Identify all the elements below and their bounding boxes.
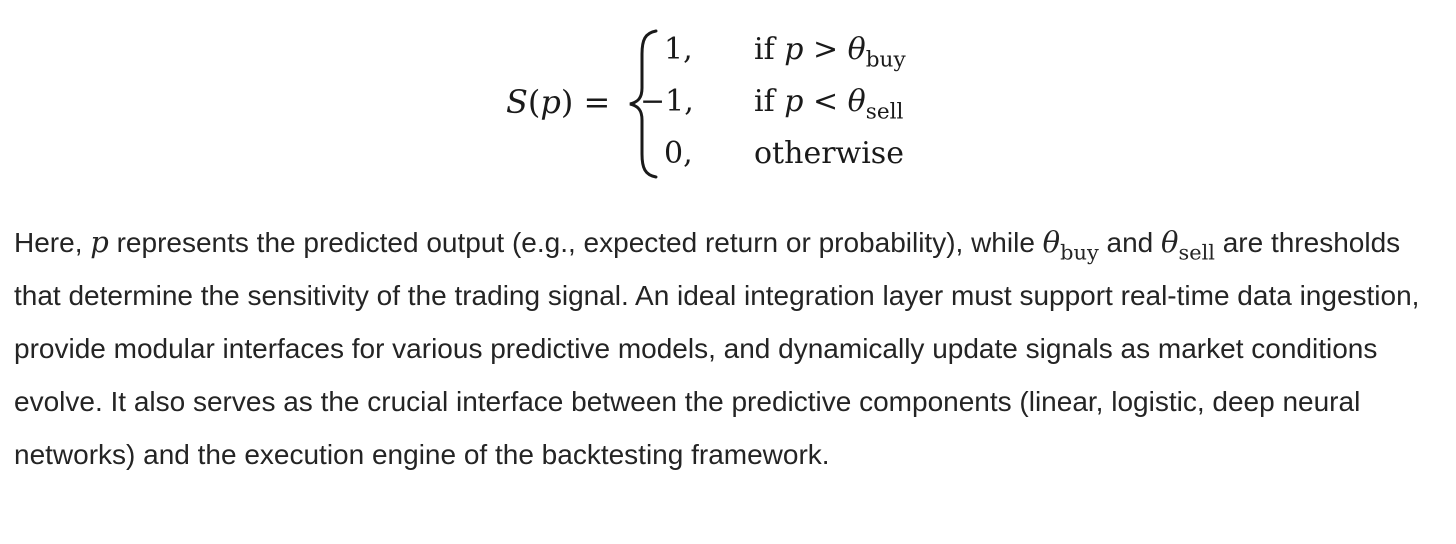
theta-subscript: buy (865, 47, 906, 73)
case-operator: > (803, 32, 848, 67)
paragraph-text: and (1098, 227, 1162, 258)
equals-sign: = (583, 83, 611, 121)
case-value: −1, (640, 84, 694, 119)
close-paren: ) (560, 83, 574, 121)
paragraph-text: Here, (14, 227, 91, 258)
function-argument: p (540, 83, 561, 121)
case-variable: p (784, 84, 804, 119)
theta-symbol: θ (847, 84, 866, 119)
theta-symbol: θ (1042, 225, 1061, 259)
body-paragraph: Here, p represents the predicted output … (14, 216, 1434, 481)
signal-equation: S(p) = 1, if p > θbuy −1, if p < θsell 0… (0, 0, 1456, 200)
case-condition: if p < θsell (754, 82, 904, 125)
paragraph-text: represents the predicted output (e.g., e… (108, 227, 1043, 258)
equation-lhs: S(p) = (506, 82, 610, 122)
case-condition-prefix: if (754, 32, 785, 67)
case-value: 0, (664, 136, 693, 171)
inline-math-theta-sell: θsell (1161, 225, 1215, 263)
case-operator: < (803, 84, 848, 119)
function-symbol: S (506, 83, 528, 121)
case-condition-prefix: if (754, 84, 785, 119)
case-condition: if p > θbuy (754, 30, 906, 73)
inline-math-p: p (90, 225, 109, 259)
theta-symbol: θ (1161, 225, 1179, 259)
inline-math-theta-buy: θbuy (1042, 225, 1099, 263)
theta-subscript: sell (865, 99, 904, 125)
case-condition: otherwise (754, 136, 904, 171)
math-variable: p (90, 225, 109, 259)
theta-subscript: buy (1060, 240, 1099, 265)
open-paren: ( (527, 83, 541, 121)
paragraph-text: are thresholds that determine the sensit… (14, 227, 1420, 470)
theta-symbol: θ (847, 32, 866, 67)
case-value: 1, (664, 32, 693, 67)
case-variable: p (784, 32, 804, 67)
theta-subscript: sell (1178, 240, 1215, 265)
left-brace-icon (629, 29, 658, 179)
